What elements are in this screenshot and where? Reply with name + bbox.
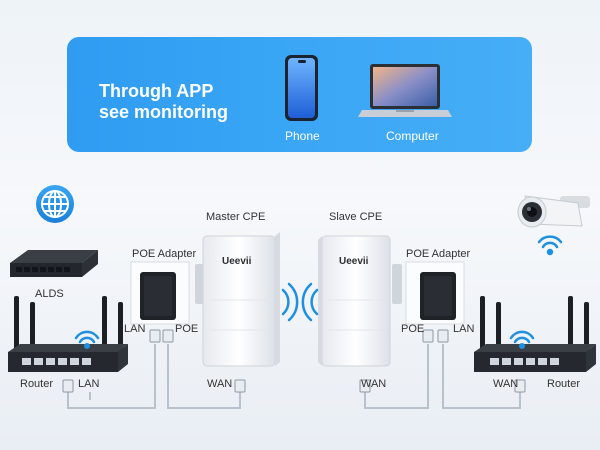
computer-label: Computer: [386, 129, 439, 143]
master-cpe: [195, 226, 280, 367]
poe-adapter-right: [405, 261, 465, 325]
rj45-plugs: [62, 329, 526, 393]
router-left: [8, 296, 128, 372]
right-poe-label: POE: [401, 323, 425, 335]
alds-label: ALDS: [35, 288, 64, 300]
globe-icon: [36, 185, 74, 223]
laptop-icon: [358, 64, 452, 117]
left-router-lan-label: LAN: [78, 378, 100, 390]
wifi-icon: [509, 330, 535, 350]
wifi-icon: [74, 330, 100, 350]
wireless-link-icon: [281, 282, 319, 322]
slave-cpe-brand: Ueevii: [339, 256, 369, 267]
left-poe-label: POE: [175, 323, 199, 335]
phone-label: Phone: [285, 129, 320, 143]
router-right: [474, 296, 596, 372]
left-poe-adapter-label: POE Adapter: [132, 248, 197, 260]
slave-cpe: [318, 228, 402, 367]
banner-line-2: see monitoring: [99, 102, 229, 122]
master-wan-label: WAN: [207, 378, 233, 390]
slave-wan-label: WAN: [361, 378, 387, 390]
phone-icon: [285, 55, 318, 121]
right-router-label: Router: [547, 378, 581, 390]
cables-right: [364, 344, 521, 409]
wifi-icon: [537, 235, 563, 256]
banner-line-1: Through APP: [99, 81, 214, 101]
slave-cpe-label: Slave CPE: [329, 211, 383, 223]
right-poe-adapter-label: POE Adapter: [406, 248, 471, 260]
cables-left: [67, 344, 241, 409]
master-cpe-brand: Ueevii: [222, 256, 252, 267]
poe-adapter-left: [130, 261, 190, 325]
master-cpe-label: Master CPE: [206, 211, 266, 223]
alds-switch: [10, 250, 98, 277]
camera-icon: [517, 195, 590, 228]
left-lan-label: LAN: [124, 323, 146, 335]
left-router-label: Router: [20, 378, 54, 390]
right-router-wan-label: WAN: [493, 378, 519, 390]
right-lan-label: LAN: [453, 323, 475, 335]
